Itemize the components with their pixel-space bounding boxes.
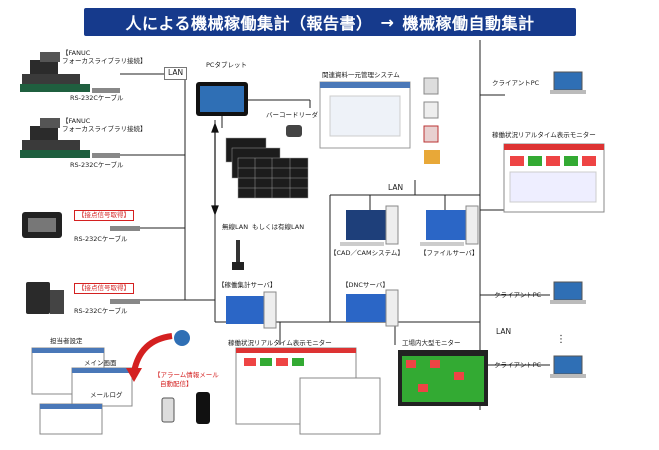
realtime-monitor-bottom-graphic	[235, 347, 381, 435]
client-pc-2-graphic	[550, 281, 586, 304]
m3-cable: RS-232Cケーブル	[74, 235, 128, 243]
realtime-monitor-right-graphic	[503, 143, 605, 213]
collection-server-label: 【稼働集計サーバ】	[218, 281, 277, 289]
m4-contact: 【接点信号取得】	[74, 283, 134, 295]
title-arrow: →	[380, 12, 395, 32]
client3-label: クライアントPC	[494, 361, 542, 369]
wireless-label: 無線LAN	[222, 223, 249, 231]
dnc-server-label: 【DNCサーバ】	[342, 281, 389, 289]
file-server-graphic	[420, 205, 479, 246]
report-screens-graphic	[31, 347, 133, 435]
cad-server-graphic	[340, 205, 399, 246]
alarm-line2: 自動配信】	[160, 380, 193, 388]
factory-monitor-graphic	[398, 350, 488, 406]
dnc-server-graphic	[346, 289, 399, 327]
barcode-label: バーコードリーダ	[266, 111, 318, 119]
doc-system-label: 関連資料一元管理システム	[322, 71, 400, 79]
realtime-bottom-label: 稼働状況リアルタイム表示モニター	[228, 339, 332, 347]
title-banner: 人による機械稼働集計（報告書） → 機械稼働自動集計	[84, 8, 576, 36]
phones-graphic	[161, 392, 210, 424]
m2-cable: RS-232Cケーブル	[70, 161, 124, 169]
tablet-label: PCタブレット	[206, 61, 247, 69]
mail-log-label: メールログ	[90, 391, 123, 399]
m2-brand: 【FANUC	[62, 117, 91, 125]
tablet-graphic	[196, 82, 248, 116]
report-settings-label: 担当者設定	[50, 337, 83, 345]
collection-server-graphic	[226, 240, 277, 329]
machine-4-graphic	[26, 282, 140, 314]
client2-label: クライアントPC	[494, 291, 542, 299]
doc-system-graphic	[319, 77, 440, 164]
machine-3-graphic	[22, 212, 140, 238]
client1-label: クライアントPC	[492, 79, 540, 87]
factory-monitor-label: 工場内大型モニター	[402, 339, 461, 347]
lan-top-label: LAN	[164, 67, 188, 80]
lan-mid-label: LAN	[388, 183, 404, 192]
m2-lib: フォーカスライブラリ接続】	[62, 125, 147, 133]
title-right: 機械稼働自動集計	[402, 14, 535, 33]
client-pc-1-graphic	[550, 71, 586, 94]
wired-label: もしくは有線LAN	[252, 223, 305, 231]
lan-right-label: LAN	[496, 327, 512, 336]
m4-cable: RS-232Cケーブル	[74, 307, 128, 315]
alarm-arrow-graphic	[126, 330, 190, 382]
tablet-screen-grid	[238, 158, 308, 198]
realtime-right-label: 稼働状況リアルタイム表示モニター	[492, 131, 596, 139]
file-server-label: 【ファイルサーバ】	[420, 249, 479, 257]
m1-cable: RS-232Cケーブル	[70, 94, 124, 102]
barcode-graphic	[286, 125, 302, 137]
machine-2-graphic	[20, 118, 120, 158]
machine-1-graphic	[20, 52, 120, 93]
client-pc-3-graphic	[550, 355, 586, 378]
alarm-line1: 【アラーム情報メール	[154, 371, 219, 379]
title-left: 人による機械稼働集計（報告書）	[125, 14, 373, 33]
wireless-arrow	[211, 122, 219, 216]
main-screen-label: メイン画面	[84, 359, 117, 367]
m1-lib: フォーカスライブラリ接続】	[62, 57, 147, 65]
cad-server-label: 【CAD／CAMシステム】	[330, 249, 404, 257]
m1-brand: 【FANUC	[62, 49, 91, 57]
m3-contact: 【接点信号取得】	[74, 210, 134, 222]
ellipsis: ⋮	[556, 334, 566, 345]
